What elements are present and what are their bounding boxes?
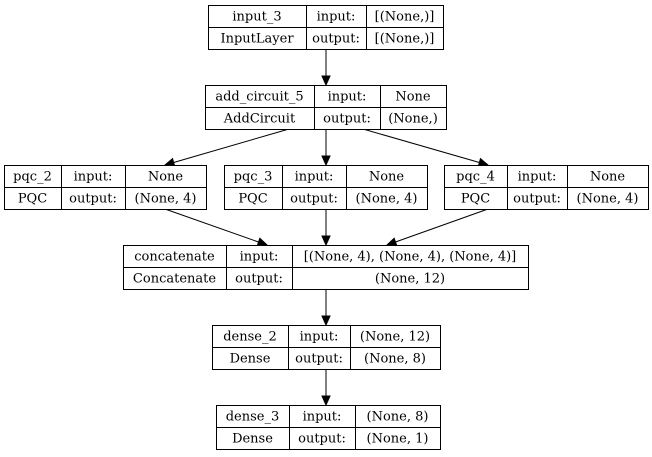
edge-input_3-to-add_circuit_5 [321,49,331,87]
input-label: input: [240,250,279,265]
layer-type: PQC [238,192,267,207]
arrowhead-icon [321,315,331,327]
edge-pqc_3-to-concatenate [321,209,331,247]
layer-type: Dense [230,352,271,367]
layer-name: pqc_3 [234,170,273,185]
layer-node-dense_3: dense_3 input: (None, 8) Dense output: (None,… [216,405,441,450]
arrowhead-icon [256,237,269,247]
input-shape: [(None,)] [375,10,435,25]
layer-name: dense_2 [223,330,277,345]
layer-name: pqc_4 [456,170,495,185]
arrowhead-icon [321,395,331,407]
layer-type: AddCircuit [223,112,296,127]
output-label: output: [513,192,561,207]
input-shape: None [148,170,184,185]
output-shape: (None, 8) [364,352,426,367]
output-value-cell [355,427,441,450]
output-value-cell [366,27,444,50]
layer-type: PQC [18,192,47,207]
input-label: input: [303,410,342,425]
output-shape: (None, 1) [367,432,429,447]
layer-type: InputLayer [220,32,294,47]
arrowhead-icon [321,75,331,87]
edge-concatenate-to-dense_2 [321,289,331,327]
input-shape: None [590,170,626,185]
output-label: output: [295,352,343,367]
output-label: output: [290,192,338,207]
edge-line [362,128,480,163]
arrowhead-icon [321,155,331,167]
output-shape: (None, 4) [577,192,639,207]
edge-line [164,208,259,243]
layer-name: concatenate [134,250,215,265]
input-label: input: [317,10,356,25]
output-shape: (None, 12) [375,272,445,287]
output-value-cell [346,187,428,210]
input-label: input: [295,170,334,185]
edges [163,49,490,407]
output-value-cell [380,107,447,130]
edge-dense_2-to-dense_3 [321,369,331,407]
output-value-cell [567,187,649,210]
edge-add_circuit_5-to-pqc_2 [163,128,290,167]
input-shape: (None, 12) [360,330,430,345]
input-shape: [(None, 4), (None, 4), (None, 4)] [304,250,517,265]
layer-node-dense_2: dense_2 input: (None, 12) Dense output: (None… [212,325,441,370]
arrowhead-icon [321,235,331,247]
edge-add_circuit_5-to-pqc_3 [321,129,331,167]
input-label: input: [300,330,339,345]
input-label: input: [328,90,367,105]
layer-name: input_3 [232,10,281,25]
edge-pqc_2-to-concatenate [164,208,269,247]
edge-line [173,128,290,163]
output-label: output: [69,192,117,207]
output-shape: (None, 4) [356,192,418,207]
input-shape: None [369,170,405,185]
edge-add_circuit_5-to-pqc_4 [362,128,490,167]
output-label: output: [298,432,346,447]
layer-type: PQC [461,192,490,207]
output-shape: [(None,)] [375,32,435,47]
output-shape: (None, 4) [135,192,197,207]
input-label: input: [518,170,557,185]
output-value-cell [125,187,207,210]
layer-node-input_3: input_3 input: [(None,)] InputLayer output: [… [208,5,444,50]
arrowhead-icon [385,237,398,247]
output-label: output: [235,272,283,287]
output-label: output: [323,112,371,127]
layer-name: pqc_2 [13,170,52,185]
layer-name: dense_3 [226,410,280,425]
input-label: input: [74,170,113,185]
layer-name: add_circuit_5 [215,90,303,105]
output-label: output: [312,32,360,47]
layer-type: Concatenate [133,272,216,287]
output-shape: (None,) [388,112,438,127]
edge-pqc_4-to-concatenate [385,208,489,247]
input-shape: None [395,90,431,105]
layer-type: Dense [232,432,273,447]
layer-node-concatenate: concatenate input: [(None, 4), (None, 4), … [123,245,529,290]
edge-line [395,208,489,243]
nodes: input_3 input: [(None,)] InputLayer output: [… [4,5,649,450]
input-shape: (None, 8) [367,410,429,425]
output-value-cell [350,347,441,370]
output-value-cell [292,267,529,290]
